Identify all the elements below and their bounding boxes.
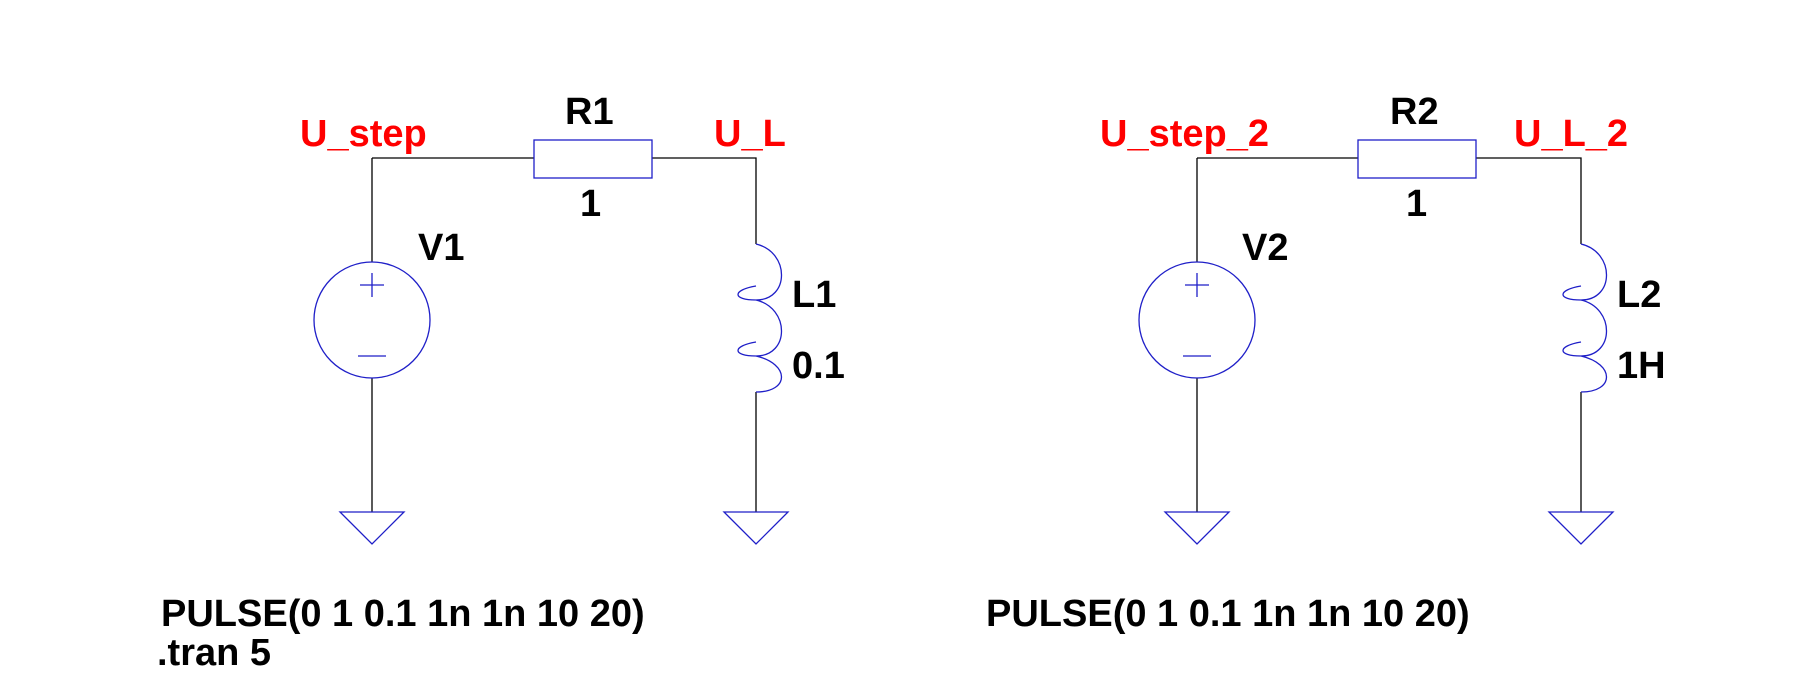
circuit-2: U_step_2 U_L_2 R2 1 V2 L2 1H PULSE(0 1 0… [986, 91, 1666, 635]
source-spec-v1: PULSE(0 1 0.1 1n 1n 10 20) [161, 593, 645, 635]
resistor-r1[interactable] [533, 139, 653, 179]
resistor-r2[interactable] [1357, 139, 1477, 179]
inductor-value-l2: 1H [1617, 345, 1666, 387]
net-label-u-l-2: U_L_2 [1514, 113, 1628, 155]
inductor-name-l2: L2 [1617, 274, 1661, 316]
inductor-l2[interactable] [1562, 243, 1608, 393]
voltage-source-v1[interactable] [313, 261, 431, 379]
inductor-l1[interactable] [737, 243, 783, 393]
wire-top-left-1[interactable] [371, 157, 534, 262]
source-spec-v2: PULSE(0 1 0.1 1n 1n 10 20) [986, 593, 1470, 635]
net-label-u-step-2: U_step_2 [1100, 113, 1269, 155]
plus-sign-icon [360, 273, 384, 297]
resistor-value-r2: 1 [1406, 183, 1427, 225]
ground-icon [722, 511, 790, 545]
resistor-name-r2: R2 [1390, 91, 1439, 133]
wire-top-left-2[interactable] [1196, 157, 1358, 262]
plus-sign-icon [1185, 273, 1209, 297]
circuit-1: U_step U_L R1 1 V1 L1 0.1 PULSE(0 1 0.1 … [157, 91, 845, 674]
ground-icon [1547, 511, 1615, 545]
voltage-source-v2[interactable] [1138, 261, 1256, 379]
resistor-name-r1: R1 [565, 91, 614, 133]
net-label-u-l: U_L [714, 113, 786, 155]
wire-top-right-2[interactable] [1476, 157, 1582, 244]
ground-icon [1163, 511, 1231, 545]
source-name-v1: V1 [418, 227, 464, 269]
wire-top-right-1[interactable] [652, 157, 757, 244]
ground-icon [338, 511, 406, 545]
net-label-u-step: U_step [300, 113, 427, 155]
inductor-value-l1: 0.1 [792, 345, 845, 387]
source-name-v2: V2 [1242, 227, 1288, 269]
resistor-value-r1: 1 [580, 183, 601, 225]
inductor-name-l1: L1 [792, 274, 836, 316]
tran-directive: .tran 5 [157, 632, 271, 674]
